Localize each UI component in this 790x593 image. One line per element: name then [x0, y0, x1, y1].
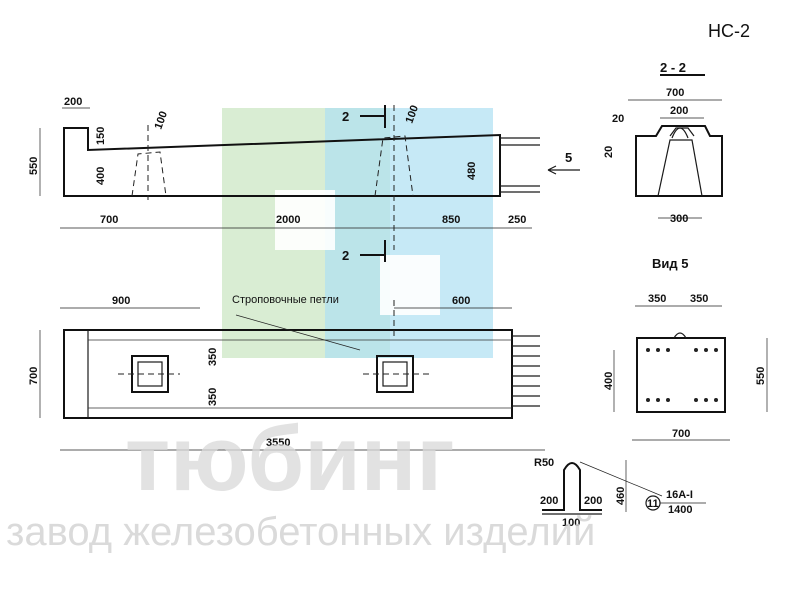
elev-dim-height: 550: [28, 157, 40, 175]
view-dim-height-left: 400: [603, 372, 615, 390]
plan-dim-length: 3550: [266, 437, 290, 449]
drawing-code: НС-2: [708, 21, 750, 41]
view-dim-width: 700: [672, 428, 690, 440]
plan-dim-half-top: 350: [207, 348, 219, 366]
section-dim-left-edge: 20: [612, 113, 624, 125]
plan-dim-width: 700: [28, 367, 40, 385]
loop-left: 200: [540, 495, 558, 507]
loop-steel: 16A-I: [666, 489, 693, 501]
view-dim-right-half: 350: [690, 293, 708, 305]
loop-note: Строповочные петли: [232, 294, 339, 306]
elev-dim-850: 850: [442, 214, 460, 226]
rebar-dots: [646, 348, 718, 402]
section-dim-top: 200: [670, 105, 688, 117]
loop-detail: R50 200 200 460 100 11 16A-I 1400: [534, 457, 706, 529]
view-arrow-label: 5: [565, 150, 572, 165]
loop-right: 200: [584, 495, 602, 507]
section-mark-top: 2: [342, 109, 349, 124]
elev-dim-250: 250: [508, 214, 526, 226]
elev-dim-2000: 2000: [276, 214, 300, 226]
elev-dim-step: 150: [95, 127, 107, 145]
elev-dim-inner-height: 400: [95, 167, 107, 185]
plan-view: Строповочные петли 900 600 700 350 350 3…: [28, 294, 545, 451]
view-dim-height-right: 550: [755, 367, 767, 385]
loop-length: 1400: [668, 504, 692, 516]
section-2-2: 2 - 2 700 200 20 20 300: [603, 60, 723, 225]
view-label: Вид 5: [652, 256, 688, 271]
elev-dim-right-height: 480: [466, 162, 478, 180]
section-dim-width: 700: [666, 87, 684, 99]
section-dim-side: 20: [603, 146, 615, 158]
plan-dim-right: 600: [452, 295, 470, 307]
watermark-subtitle: завод железобетонных изделий: [6, 510, 595, 554]
section-label: 2 - 2: [660, 60, 686, 75]
loop-height: 460: [615, 487, 627, 505]
elev-dim-top-left: 200: [64, 96, 82, 108]
plan-dim-half-bottom: 350: [207, 388, 219, 406]
elev-dim-700: 700: [100, 214, 118, 226]
watermark-logo: [222, 108, 493, 358]
loop-radius: R50: [534, 457, 554, 469]
view-dim-left-half: 350: [648, 293, 666, 305]
section-dim-bottom: 300: [670, 213, 688, 225]
section-mark-bottom: 2: [342, 248, 349, 263]
elev-dim-slope-right: 100: [404, 104, 422, 125]
watermark-title: тюбинг: [125, 408, 455, 510]
loop-position: 11: [647, 498, 659, 510]
plan-dim-left: 900: [112, 295, 130, 307]
elev-dim-slope-left: 100: [153, 110, 171, 131]
view-5: Вид 5 350 350 400 550 700: [603, 256, 768, 441]
loop-base: 100: [562, 517, 580, 529]
elevation-view: 2 2 200 550 400 150 100 100 480 700 2000…: [28, 96, 580, 263]
